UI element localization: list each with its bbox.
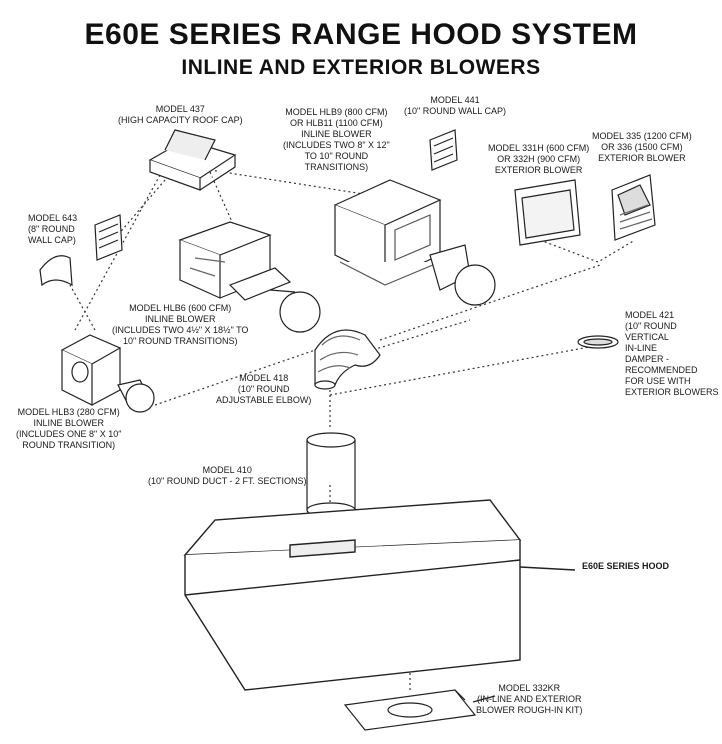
label-model-hlb9: MODEL HLB9 (800 CFM) OR HLB11 (1100 CFM)…: [283, 107, 390, 172]
label-model-335: MODEL 335 (1200 CFM) OR 336 (1500 CFM) E…: [592, 131, 692, 163]
label-model-441: MODEL 441 (10" ROUND WALL CAP): [404, 95, 507, 116]
wall-cap-643: [39, 255, 73, 287]
range-hood: [183, 499, 576, 691]
label-model-643: MODEL 643 (8" ROUND WALL CAP): [28, 213, 78, 245]
label-model-410: MODEL 410 (10" ROUND DUCT - 2 FT. SECTIO…: [148, 465, 307, 486]
page-title: E60E SERIES RANGE HOOD SYSTEM: [84, 18, 638, 51]
round-duct-410: [306, 432, 356, 518]
inline-blower-hlb6: [178, 221, 321, 333]
damper-421: [577, 335, 619, 349]
inline-blower-hlb3: [60, 334, 155, 413]
exterior-blower-335: [611, 174, 656, 241]
inline-blower-hlb9: [333, 179, 496, 306]
adjustable-elbow-418: [314, 329, 381, 390]
rough-in-kit-332kr: [343, 689, 496, 731]
exterior-blower-331h: [514, 179, 581, 246]
wall-cap-grille: [94, 214, 123, 261]
label-model-421: MODEL 421 (10" ROUND VERTICAL IN-LINE DA…: [625, 310, 719, 397]
page-subtitle: INLINE AND EXTERIOR BLOWERS: [181, 56, 541, 79]
label-e60e-hood: E60E SERIES HOOD: [582, 561, 670, 571]
wall-cap-441: [429, 129, 458, 171]
label-model-437: MODEL 437 (HIGH CAPACITY ROOF CAP): [118, 104, 243, 125]
label-model-hlb3: MODEL HLB3 (280 CFM) INLINE BLOWER (INCL…: [16, 407, 122, 450]
label-model-331h: MODEL 331H (600 CFM) OR 332H (900 CFM) E…: [488, 143, 590, 175]
label-model-332kr: MODEL 332KR (IN-LINE AND EXTERIOR BLOWER…: [476, 683, 583, 715]
label-model-hlb6: MODEL HLB6 (600 CFM) INLINE BLOWER (INCL…: [112, 303, 249, 346]
roof-cap-437: [148, 129, 237, 191]
label-model-418: MODEL 418 (10" ROUND ADJUSTABLE ELBOW): [216, 373, 312, 405]
